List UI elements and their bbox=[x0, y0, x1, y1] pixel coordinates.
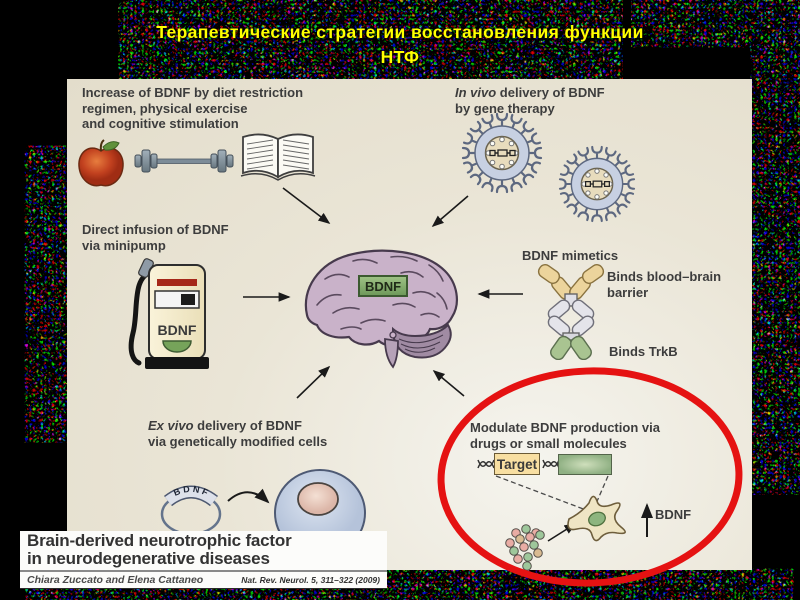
brain-bdnf-badge: BDNF bbox=[358, 275, 408, 297]
article-title-box: Brain-derived neurotrophic factor in neu… bbox=[20, 531, 387, 589]
article-citation: Nat. Rev. Neurol. 5, 311–322 (2009) bbox=[241, 575, 380, 585]
gene-bar-icon bbox=[558, 454, 612, 475]
virus-icon bbox=[558, 145, 636, 223]
plasmid-to-cell-arrow bbox=[227, 488, 270, 504]
direct-infusion-label: Direct infusion of BDNF via minipump bbox=[82, 222, 229, 253]
invivo-delivery-label: In vivo delivery of BDNF by gene therapy bbox=[455, 85, 605, 116]
virus-icon bbox=[461, 112, 543, 194]
dna-icon bbox=[477, 459, 495, 469]
arrow-to-brain-top-left bbox=[282, 187, 331, 224]
pump-bdnf-label: BDNF bbox=[158, 322, 197, 338]
arrow-to-brain-top-right bbox=[431, 195, 469, 228]
target-box: Target bbox=[494, 453, 540, 475]
apple-icon bbox=[78, 139, 124, 187]
increase-bdnf-label: Increase of BDNF by diet restriction reg… bbox=[82, 85, 304, 132]
slide-title-line1: Терапевтические стратегии восстановления… bbox=[156, 22, 644, 42]
modulate-bdnf-label: Modulate BDNF production via drugs or sm… bbox=[470, 420, 660, 451]
plasmid-icon: BDNF bbox=[160, 484, 222, 536]
pump-hose bbox=[128, 268, 156, 366]
slide-title: Терапевтические стратегии восстановления… bbox=[0, 20, 800, 71]
binds-bbb-label: Binds blood–brain barrier bbox=[607, 269, 722, 300]
molecules-icon bbox=[505, 524, 545, 571]
minipump-icon: BDNF bbox=[128, 258, 209, 369]
article-meta: Chiara Zuccato and Elena Cattaneo Nat. R… bbox=[20, 570, 387, 588]
slide-title-line2: НТФ bbox=[380, 47, 420, 68]
arrow-to-brain-bottom-right bbox=[432, 369, 465, 397]
book-icon bbox=[240, 133, 316, 181]
cell-nucleus bbox=[297, 482, 339, 516]
exvivo-delivery-label: Ex vivo delivery of BDNF via genetically… bbox=[148, 418, 328, 449]
antibody-icon bbox=[537, 264, 605, 360]
bdnf-mimetics-heading: BDNF mimetics bbox=[522, 248, 619, 263]
barbell-icon bbox=[134, 149, 234, 173]
binds-trkb-label: Binds TrkB bbox=[609, 344, 678, 359]
article-title: Brain-derived neurotrophic factor in neu… bbox=[27, 531, 292, 568]
brain-icon bbox=[304, 249, 459, 369]
bdnf-increase-label: BDNF bbox=[655, 507, 692, 522]
neuron-icon bbox=[567, 495, 626, 542]
arrow-to-brain-bottom-left bbox=[296, 365, 331, 399]
article-authors: Chiara Zuccato and Elena Cattaneo bbox=[27, 574, 204, 586]
diagram-panel: Increase of BDNF by diet restriction reg… bbox=[67, 79, 752, 571]
